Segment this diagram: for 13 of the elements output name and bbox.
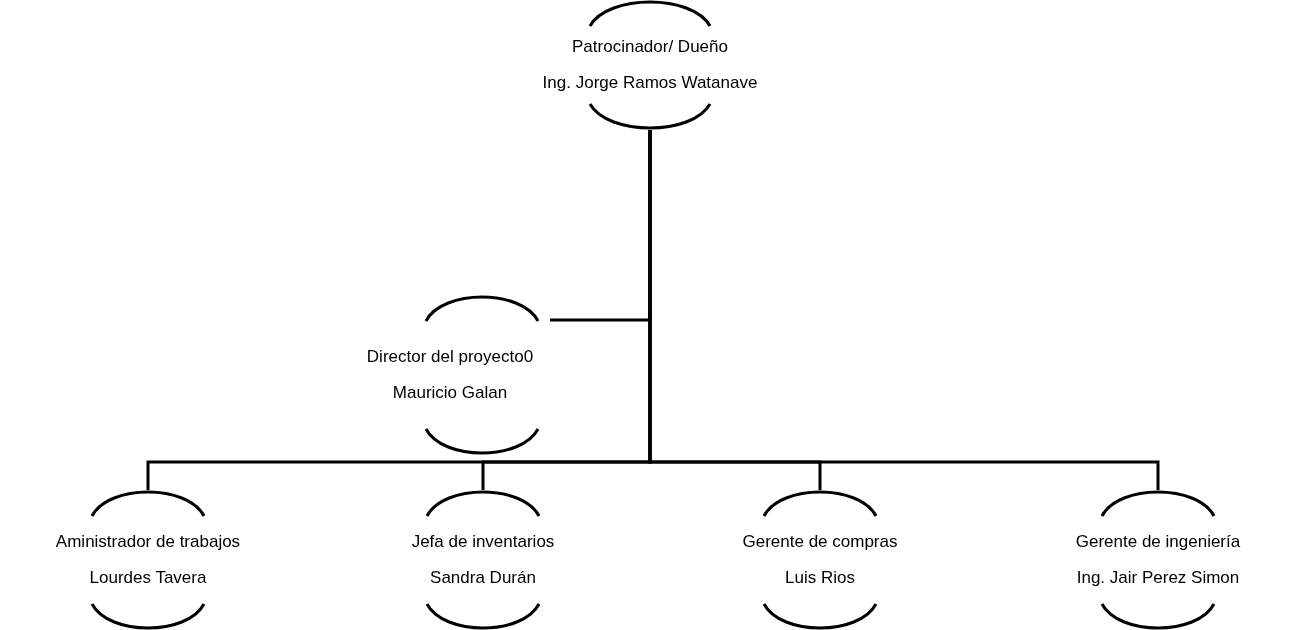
person-name: Ing. Jorge Ramos Watanave [542,72,758,94]
person-name: Sandra Durán [430,567,536,589]
role-title: Aministrador de trabajos [55,531,241,553]
role-title: Jefa de inventarios [411,531,555,553]
role-title: Gerente de ingeniería [1075,531,1241,553]
role-title: Director del proyecto0 [366,346,534,368]
role-title: Gerente de compras [742,531,898,553]
connector-line [648,130,1160,490]
person-name: Lourdes Tavera [89,567,207,589]
person-name: Luis Rios [785,567,855,589]
person-name: Mauricio Galan [392,382,508,404]
role-title: Patrocinador/ Dueño [572,36,728,58]
person-name: Ing. Jair Perez Simon [1076,567,1240,589]
